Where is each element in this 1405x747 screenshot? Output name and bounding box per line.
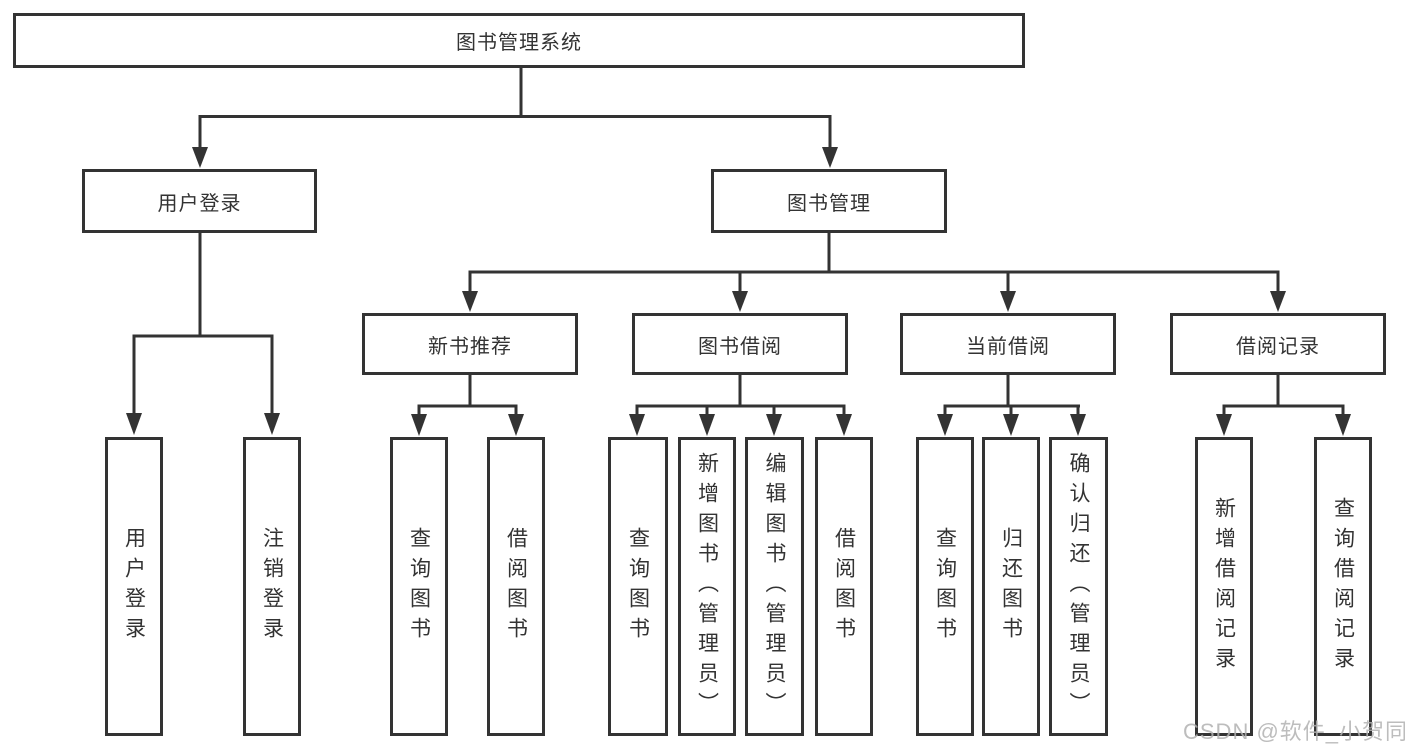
- leaf-user-login-label: 用户登录: [122, 526, 146, 647]
- leaf-borrowing-query-books: 查询图书: [608, 437, 668, 736]
- csdn-watermark: CSDN @软件_小贺同学: [1183, 719, 1405, 744]
- node-book-borrowing-label: 图书借阅: [698, 335, 782, 358]
- leaf-current-return-books-label: 归还图书: [999, 526, 1023, 647]
- arrowhead: [192, 147, 208, 168]
- leaf-records-add-record-label: 新增借阅记录: [1212, 496, 1236, 677]
- arrowhead: [699, 414, 715, 436]
- leaf-current-confirm-return-admin-label: 确认归还（管理员）: [1067, 451, 1090, 722]
- leaf-records-query-record: 查询借阅记录: [1314, 437, 1372, 736]
- arrowhead: [732, 291, 748, 312]
- node-new-book-recommend-label: 新书推荐: [428, 335, 512, 358]
- leaf-borrowing-add-books-admin-label: 新增图书（管理员）: [695, 451, 719, 722]
- leaf-current-return-books: 归还图书: [982, 437, 1040, 736]
- node-user-login: 用户登录: [82, 169, 317, 233]
- arrowheads: [126, 147, 1351, 436]
- node-book-management: 图书管理: [711, 169, 947, 233]
- arrowhead: [1270, 291, 1286, 312]
- arrowhead: [264, 413, 280, 435]
- leaf-newbooks-query-books: 查询图书: [390, 437, 448, 736]
- arrowhead: [1003, 414, 1019, 436]
- node-user-login-label: 用户登录: [157, 192, 242, 215]
- leaf-borrowing-edit-books-admin-label: 编辑图书（管理员）: [763, 451, 786, 722]
- leaf-borrowing-borrow-books-label: 借阅图书: [832, 526, 856, 647]
- leaf-borrowing-borrow-books: 借阅图书: [815, 437, 873, 736]
- node-borrowing-records: 借阅记录: [1170, 313, 1386, 375]
- leaf-current-query-books-label: 查询图书: [933, 526, 957, 647]
- node-book-borrowing: 图书借阅: [632, 313, 848, 375]
- node-root: 图书管理系统: [13, 13, 1025, 68]
- leaf-borrowing-query-books-label: 查询图书: [626, 526, 650, 647]
- arrowhead: [836, 414, 852, 436]
- leaf-logout-label: 注销登录: [260, 526, 284, 647]
- leaf-newbooks-borrow-books: 借阅图书: [487, 437, 545, 736]
- connector-segments: [132, 68, 1345, 415]
- leaf-newbooks-query-books-label: 查询图书: [407, 526, 431, 647]
- leaf-user-login: 用户登录: [105, 437, 163, 736]
- node-root-label: 图书管理系统: [456, 32, 582, 54]
- arrowhead: [937, 414, 953, 436]
- leaf-current-query-books: 查询图书: [916, 437, 974, 736]
- leaf-records-query-record-label: 查询借阅记录: [1331, 496, 1355, 677]
- leaf-borrowing-edit-books-admin: 编辑图书（管理员）: [745, 437, 804, 736]
- node-new-book-recommend: 新书推荐: [362, 313, 578, 375]
- arrowhead: [462, 291, 478, 312]
- arrowhead: [1000, 291, 1016, 312]
- arrowhead: [1335, 414, 1351, 436]
- node-current-borrowing: 当前借阅: [900, 313, 1116, 375]
- leaf-current-confirm-return-admin: 确认归还（管理员）: [1049, 437, 1108, 736]
- leaf-borrowing-add-books-admin: 新增图书（管理员）: [678, 437, 736, 736]
- leaf-newbooks-borrow-books-label: 借阅图书: [504, 526, 528, 647]
- arrowhead: [411, 414, 427, 436]
- node-book-management-label: 图书管理: [787, 192, 871, 215]
- leaf-logout: 注销登录: [243, 437, 301, 736]
- leaf-records-add-record: 新增借阅记录: [1195, 437, 1253, 736]
- arrowhead: [508, 414, 524, 436]
- node-current-borrowing-label: 当前借阅: [966, 335, 1050, 358]
- arrowhead: [766, 414, 782, 436]
- arrowhead: [126, 413, 142, 435]
- arrowhead: [822, 147, 838, 168]
- arrowhead: [1070, 414, 1086, 436]
- arrowhead: [1216, 414, 1232, 436]
- arrowhead: [629, 414, 645, 436]
- node-borrowing-records-label: 借阅记录: [1236, 335, 1320, 358]
